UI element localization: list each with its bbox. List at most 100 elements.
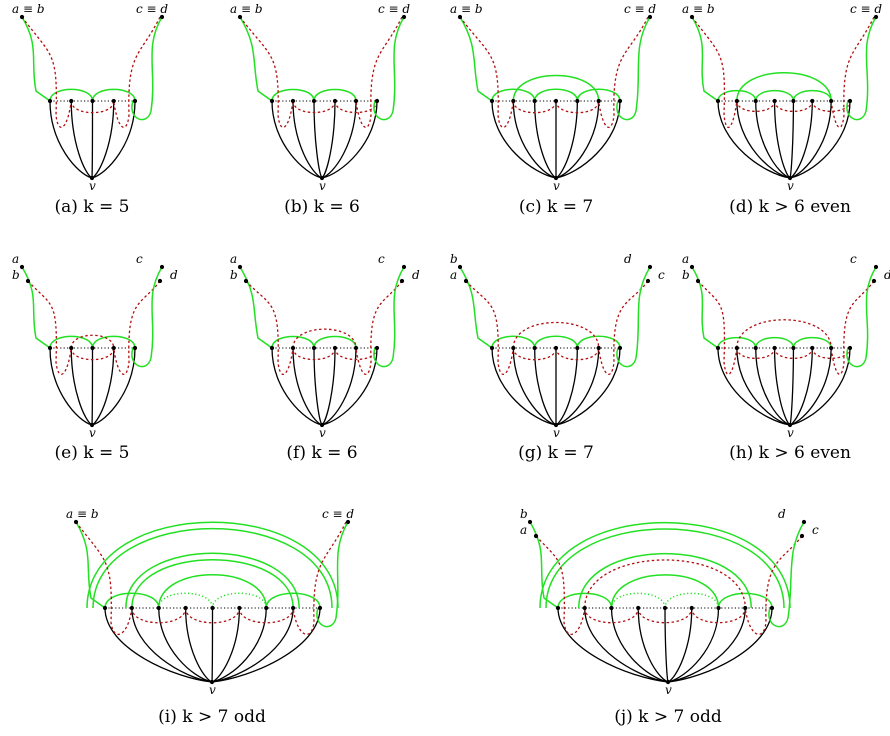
spine-vertex [810,345,815,351]
fan-edge [789,100,832,179]
nested-green-arc [545,528,785,609]
spine-vertex [111,345,116,351]
apex-label: v [787,426,794,440]
nested-green-arc [539,521,791,609]
green-arc [91,335,136,349]
terminal-label-right-top: c ≡ d [136,2,168,16]
spine-vertex [810,98,815,104]
green-arc [792,337,832,349]
spine-vertex [753,98,758,104]
apex-vertex [89,422,95,428]
left-green-strand [691,266,719,349]
apex-label: v [553,179,560,193]
left-green-strand [21,266,51,349]
green-arc [717,90,757,102]
green-arc [557,592,613,609]
right-red-strand [355,280,403,375]
terminal-label-left-top: a ≡ b [12,2,45,16]
spine-vertex [183,605,188,611]
fan-edge [321,100,357,179]
green-arc [271,88,315,102]
terminal-label-left-top: b [450,252,458,266]
terminal-label-left-top: a [230,252,237,266]
apex-label: v [553,426,560,440]
fan-edge [91,100,136,179]
spine-vertex [129,605,134,611]
terminal-label-right-bottom: c [658,268,665,282]
spine-vertex [132,345,138,351]
terminal-vertex [457,264,463,270]
red-arc [334,100,378,114]
fan-edge [49,100,93,179]
spine-vertex [662,605,668,611]
apex-vertex [787,422,793,428]
terminal-vertex [345,519,351,525]
spine-vertex [332,345,338,351]
fan-edge [491,347,557,426]
fan-edge [555,100,600,179]
right-red-strand [598,280,649,375]
fan-edge [773,347,791,426]
spine-vertex [553,98,559,104]
apex-vertex [89,175,95,181]
terminal-vertex [73,519,79,525]
left-red-strand [691,16,738,128]
nested-green-arc [125,552,300,609]
red-arc [555,100,600,114]
green-arc [533,88,579,102]
spine-vertex [596,98,601,104]
fan-edge [667,607,746,683]
spine-vertex [596,345,601,351]
spine-vertex [489,345,495,351]
left-red-strand [465,280,514,375]
red-arc [238,607,294,624]
spine-vertex [609,605,614,611]
apex-vertex [787,175,793,181]
terminal-label-right-bottom: d [412,268,420,282]
red-arc [512,347,557,361]
green-dotted-arc [610,592,666,609]
terminal-label-left-bottom: b [230,268,238,282]
terminal-vertex [19,264,25,270]
terminal-vertex [695,278,701,284]
terminal-vertex [237,264,243,270]
apex-vertex [319,175,325,181]
fan-edge [91,100,115,179]
spine-vertex [353,98,359,104]
fan-edge [736,100,791,179]
fan-edge [158,607,213,683]
red-arc [292,347,336,361]
fan-edge [789,100,813,179]
right-green-strand [768,521,805,628]
nested-green-arc [86,521,339,609]
right-red-strand [830,16,875,128]
red-arc [637,607,693,624]
fan-edge [555,347,600,426]
red-arc [70,347,115,361]
fan-edge [91,347,115,426]
terminal-label-left-top: a ≡ b [66,507,99,521]
fan-edge [773,100,791,179]
spine-vertex [575,98,580,104]
fan-edge [184,607,213,683]
green-arc [91,88,136,102]
panel-caption: (c) k = 7 [519,197,593,217]
fan-edge [321,347,336,426]
fan-edge [610,607,669,683]
green-arc [104,592,160,609]
panel-caption: (i) k > 7 odd [158,707,266,727]
spine-vertex [69,345,74,351]
spine-vertex [132,98,138,104]
right-red-strand [292,521,347,635]
spine-vertex [290,345,296,351]
spine-vertex [269,345,275,351]
fan-edge [555,100,621,179]
right-red-strand [113,280,161,375]
fan-edge [211,607,241,683]
spine-vertex [769,605,775,611]
spine-vertex [90,98,95,104]
spine-vertex [47,345,53,351]
terminal-vertex [645,278,651,284]
